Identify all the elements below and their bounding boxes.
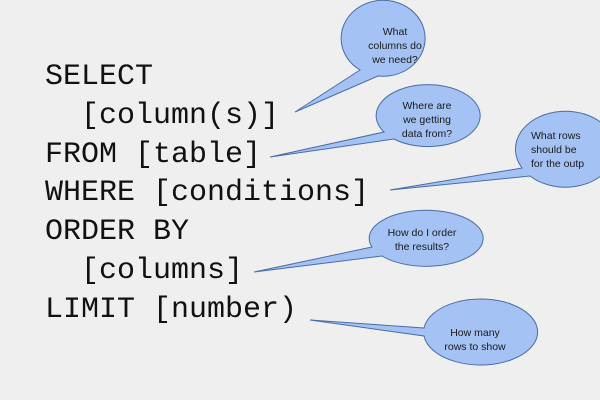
speech-bubble-limit bbox=[309, 298, 538, 366]
bubble-text-order: How do I order the results? bbox=[387, 227, 457, 253]
speech-bubble-order bbox=[253, 209, 484, 273]
sql-line-order-columns: [columns] bbox=[45, 254, 244, 288]
sql-line-columns: [column(s)] bbox=[45, 99, 280, 133]
bubble-text-columns: What columns do we need? bbox=[368, 26, 422, 66]
speech-bubble-columns bbox=[294, 0, 426, 113]
speech-bubble-conditions bbox=[389, 110, 600, 191]
sql-line-where: WHERE [conditions] bbox=[45, 176, 370, 210]
sql-line-order-by: ORDER BY bbox=[45, 215, 190, 249]
bubble-text-limit: How many rows to show bbox=[444, 327, 506, 353]
bubble-text-table: Where are we getting data from? bbox=[401, 100, 453, 140]
bubble-text-conditions: What rows should be for the outp bbox=[531, 130, 585, 170]
sql-line-select: SELECT bbox=[45, 60, 154, 94]
sql-line-from: FROM [table] bbox=[45, 138, 262, 172]
speech-bubble-table bbox=[269, 84, 481, 158]
sql-line-limit: LIMIT [number) bbox=[45, 293, 298, 327]
